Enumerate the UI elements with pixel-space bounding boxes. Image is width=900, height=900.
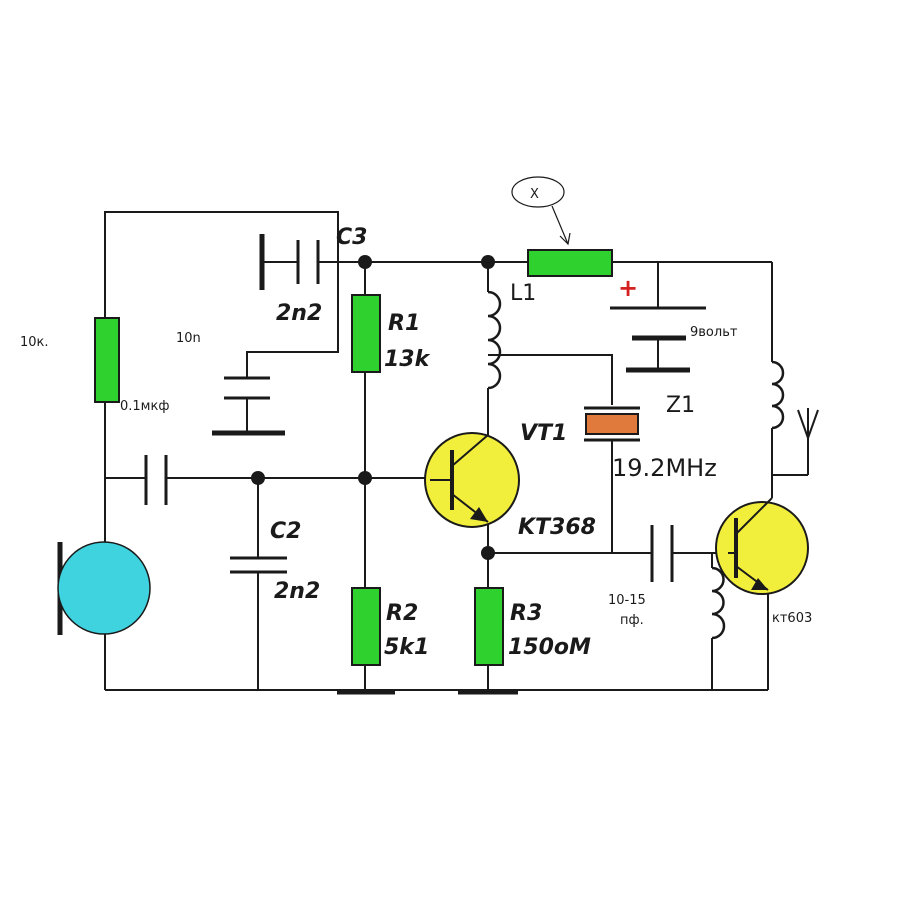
label-cap-10-15: 10-15: [608, 593, 646, 608]
microphone-icon: [57, 541, 151, 635]
capacitor-c2: [230, 556, 287, 574]
label-left-resistor: 10к.: [20, 335, 49, 350]
label-r1-value: 13k: [384, 347, 431, 372]
label-cap-0-1uf: 0.1мкф: [120, 399, 169, 414]
resistor-r1: [351, 294, 381, 373]
label-r1: R1: [388, 311, 420, 336]
label-cap-10n: 10n: [176, 331, 201, 346]
resistor-10k: [94, 317, 120, 403]
resistor-x: [527, 249, 613, 277]
label-c2-value: 2n2: [274, 579, 320, 604]
label-crystal-frequency: 19.2MHz: [612, 454, 717, 482]
resistor-r3: [474, 587, 504, 666]
label-c2: C2: [270, 519, 301, 544]
capacitor-10n: [212, 376, 285, 436]
label-r2: R2: [386, 601, 418, 626]
crystal-z1: [584, 406, 640, 442]
capacitor-c3: [259, 234, 320, 290]
label-vt1: VT1: [520, 421, 567, 446]
label-r3-value: 150oM: [508, 635, 591, 660]
junction-nodes: [251, 255, 495, 560]
label-z1: Z1: [666, 393, 695, 418]
transistor-kt603: [715, 497, 809, 595]
capacitor-0-1uf: [144, 455, 168, 505]
inductor-emitter: [711, 566, 726, 640]
label-plus: +: [618, 274, 638, 302]
label-second-transistor: кт603: [772, 611, 812, 626]
inductor-l1: [487, 290, 502, 390]
x-marker: [511, 176, 571, 246]
label-r2-value: 5k1: [384, 635, 429, 660]
battery-9v: [610, 306, 706, 373]
transistor-vt1: [424, 432, 520, 528]
label-c3: C3: [336, 225, 367, 250]
label-battery: 9вольт: [690, 325, 738, 340]
label-cap-10-15-unit: пф.: [620, 613, 644, 628]
label-vt1-type: KT368: [518, 515, 596, 540]
inductor-output: [771, 360, 785, 432]
label-r3: R3: [510, 601, 542, 626]
label-l1: L1: [510, 281, 536, 306]
resistor-r2: [351, 587, 381, 666]
label-c3-value: 2n2: [276, 301, 322, 326]
capacitor-10-15pf: [650, 525, 674, 582]
x-marker-label: X: [530, 187, 539, 202]
